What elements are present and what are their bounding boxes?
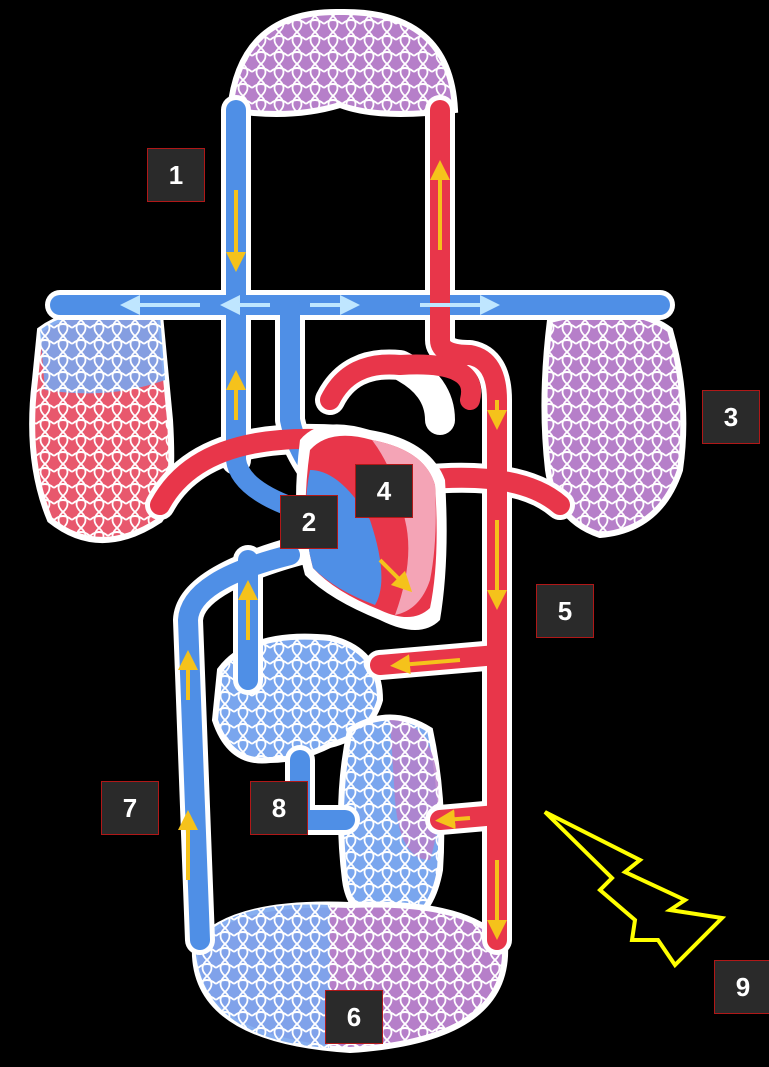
label-1: 1	[147, 148, 205, 202]
label-3: 3	[702, 390, 760, 444]
label-5: 5	[536, 584, 594, 638]
capillary-bed-head	[230, 12, 455, 114]
lightning-bolt-icon	[545, 812, 722, 965]
label-2: 2	[280, 495, 338, 549]
label-9: 9	[714, 960, 769, 1014]
label-8: 8	[250, 781, 308, 835]
label-4: 4	[355, 464, 413, 518]
label-7: 7	[101, 781, 159, 835]
label-6: 6	[325, 990, 383, 1044]
